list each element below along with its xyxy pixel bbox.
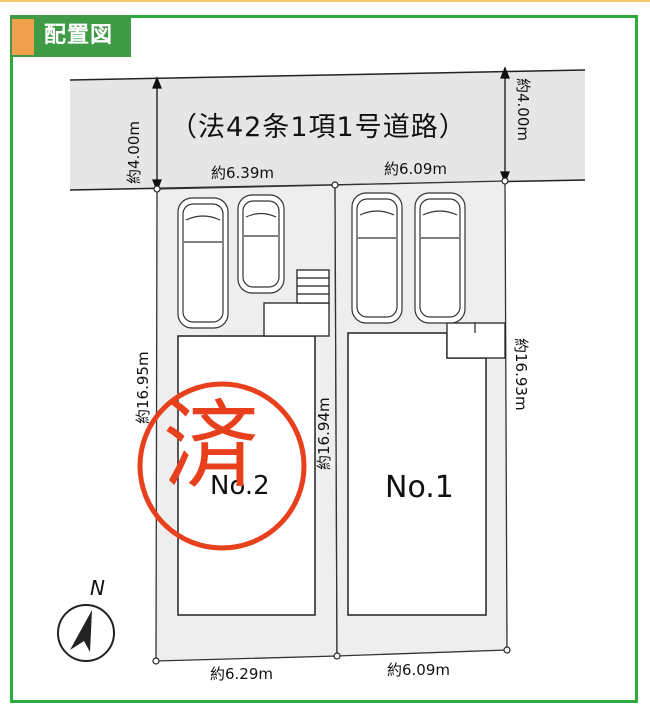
- compass-icon: [57, 604, 115, 662]
- frontage-lot-1: 約6.09m: [384, 160, 448, 178]
- car-icon: [351, 192, 403, 324]
- road-label: （法42条1項1号道路）: [170, 112, 467, 143]
- road-width-left: 約4.00m: [125, 120, 143, 184]
- lot-1-porch: [446, 322, 506, 359]
- page-title: 配置図: [44, 23, 114, 48]
- rear-lot-1: 約6.09m: [387, 661, 451, 679]
- lot-2-label: No.2: [210, 471, 270, 501]
- sold-stamp-char: 済: [163, 390, 259, 502]
- depth-lot-2-left: 約16.95m: [134, 351, 152, 424]
- car-icon: [237, 194, 285, 294]
- compass-north-label: N: [90, 576, 105, 600]
- depth-shared-middle: 約16.94m: [315, 397, 333, 470]
- road-width-right: 約4.00m: [514, 78, 532, 142]
- lot-1-label: No.1: [385, 470, 454, 505]
- lot-2-house: [177, 335, 316, 616]
- title-accent-bar: [12, 19, 34, 55]
- sold-stamp-ring: [137, 381, 307, 551]
- car-icons: [177, 192, 466, 329]
- dimension-lines: [152, 66, 510, 192]
- lot-2-steps: [296, 269, 330, 304]
- top-rule: [0, 0, 650, 2]
- lot-2-porch: [263, 302, 330, 337]
- car-icon: [177, 197, 229, 329]
- car-icon: [414, 192, 466, 324]
- boundary-markers: [152, 177, 511, 665]
- rear-lot-2: 約6.29m: [210, 665, 274, 683]
- depth-lot-1-right: 約16.93m: [512, 338, 530, 411]
- frontage-lot-2: 約6.39m: [211, 164, 275, 182]
